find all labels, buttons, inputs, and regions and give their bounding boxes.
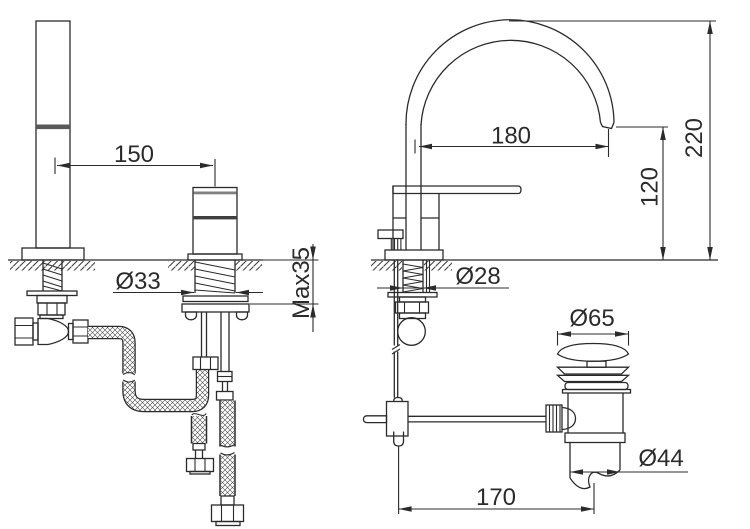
- dim-outlet-height: 120: [616, 126, 668, 260]
- dim-overall-height: 220: [509, 20, 716, 260]
- tall-handle-column: [21, 20, 85, 261]
- dim-label-150: 150: [114, 141, 154, 168]
- body-base-flange: [384, 249, 444, 261]
- dim-center-distance: 150: [54, 141, 216, 187]
- hose-end-nut: [185, 457, 215, 473]
- dim-label-170: 170: [476, 484, 516, 511]
- mounting-plate-1: [182, 295, 249, 303]
- column-shank-assembly: [26, 260, 78, 320]
- spout-cylinder-unit: [187, 186, 243, 261]
- hose-nut: [192, 356, 219, 371]
- dim-hole-diameter-28: Ø28: [377, 263, 509, 291]
- right-countertop: [371, 259, 718, 271]
- faucet-body: [377, 185, 522, 261]
- cylinder-threaded-shank: [181, 260, 250, 321]
- dim-waste-pipe-diameter: Ø44: [570, 445, 688, 475]
- deck-hatch: [235, 261, 262, 271]
- dim-label-max35: Max35: [288, 247, 315, 319]
- body-threaded-shank: [387, 260, 438, 346]
- flexible-supply-hoses: [185, 400, 245, 527]
- washer-plate: [26, 290, 78, 297]
- ball-fitting: [397, 317, 426, 346]
- dim-label-220: 220: [681, 118, 708, 158]
- pop-up-waste-drain: [545, 342, 632, 490]
- horizontal-rod: [408, 415, 546, 423]
- knurled-adjuster: [545, 404, 563, 433]
- dim-hole-diameter-33: Ø33: [113, 268, 263, 296]
- deck-hatch: [371, 261, 402, 271]
- right-view: 180 120 220 Ø28 Ø65: [362, 19, 718, 514]
- waste-cap: [556, 342, 630, 362]
- pipe-break-edge: [569, 469, 621, 490]
- dim-label-180: 180: [491, 123, 531, 150]
- dim-drain-offset: 170: [398, 446, 595, 514]
- gooseneck-spout: [405, 19, 615, 250]
- mounting-plate-2: [181, 303, 250, 313]
- dim-spout-reach: 180: [414, 123, 610, 157]
- dim-label-d44: Ø44: [638, 445, 683, 472]
- mounting-screw: [184, 311, 198, 321]
- cylinder-mid-band: [193, 216, 237, 220]
- lever-handle: [392, 185, 522, 195]
- dim-label-d65: Ø65: [569, 305, 614, 332]
- back-knob: [377, 229, 404, 240]
- s-shaped-supply-hose: [88, 325, 210, 413]
- column-base-flange: [21, 247, 85, 261]
- handle-band: [36, 124, 70, 130]
- dim-waste-cap-diameter: Ø65: [556, 305, 630, 346]
- deck-hatch: [168, 261, 195, 271]
- washer-plate: [387, 291, 438, 298]
- left-view: 150 Ø33 Max35: [8, 20, 319, 527]
- pop-up-rod-linkage: [362, 260, 546, 447]
- angle-valve: [14, 317, 89, 346]
- mounting-screw: [235, 311, 249, 321]
- hose-end-nut: [210, 504, 245, 523]
- connection-tails: [192, 312, 234, 401]
- cylinder-cap-band: [193, 191, 237, 195]
- linkage-block: [385, 400, 409, 437]
- deck-hatch: [424, 261, 452, 271]
- coupling-band: [564, 432, 626, 444]
- dim-max-deck-thickness: Max35: [250, 244, 319, 332]
- dim-label-d33: Ø33: [115, 268, 160, 295]
- dim-label-d28: Ø28: [455, 263, 500, 290]
- cylinder-base-flange: [187, 253, 243, 261]
- dim-label-120: 120: [637, 167, 664, 207]
